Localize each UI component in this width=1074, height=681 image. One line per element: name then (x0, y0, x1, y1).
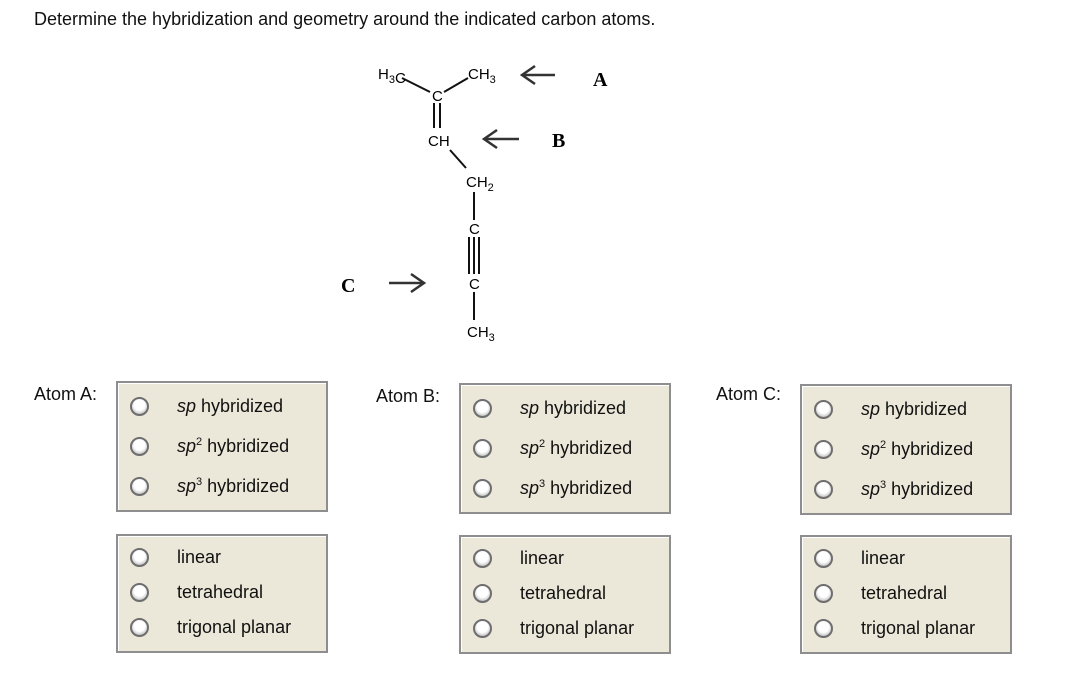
alkyne-carbon-1: C (469, 221, 480, 238)
label-c: C (341, 275, 355, 297)
option-label: sp3 hybridized (861, 478, 974, 499)
radio-button[interactable] (473, 619, 492, 638)
central-carbon: C (432, 88, 443, 105)
option-label: linear (520, 548, 565, 568)
radio-button[interactable] (473, 584, 492, 603)
label-b: B (552, 130, 565, 152)
radio-button[interactable] (814, 479, 833, 499)
atom-a-hybridization-option[interactable]: sp2 hybridized (118, 426, 326, 466)
atom-c-hybridization-option[interactable]: sp2 hybridized (802, 429, 1010, 469)
radio-button[interactable] (473, 398, 492, 418)
radio-button[interactable] (130, 583, 149, 602)
option-label: sp3 hybridized (520, 477, 633, 498)
option-label: linear (177, 547, 222, 567)
radio-button[interactable] (814, 399, 833, 419)
radio-button[interactable] (130, 436, 149, 456)
radio-button[interactable] (130, 618, 149, 637)
atom-c-geometry-option[interactable]: trigonal planar (802, 611, 1010, 646)
atom-b-hybridization-group: sp hybridized sp2 hybridized sp3 hybridize… (459, 383, 671, 514)
radio-button[interactable] (473, 438, 492, 458)
option-label: trigonal planar (177, 617, 292, 637)
option-label: tetrahedral (520, 583, 607, 603)
atom-b-geometry-group: linear tetrahedral trigonal planar (459, 535, 671, 654)
atom-b-geometry-option[interactable]: tetrahedral (461, 576, 669, 611)
option-label: sp hybridized (177, 395, 284, 416)
atom-b-hybridization-option[interactable]: sp2 hybridized (461, 428, 669, 468)
label-a: A (593, 69, 608, 91)
atom-c-hybridization-option[interactable]: sp3 hybridized (802, 469, 1010, 509)
alkyne-carbon-2: C (469, 276, 480, 293)
atom-c-geometry-option[interactable]: linear (802, 541, 1010, 576)
question-text: Determine the hybridization and geometry… (34, 9, 656, 29)
atom-b-geometry-option[interactable]: linear (461, 541, 669, 576)
atom-b-hybridization-option[interactable]: sp3 hybridized (461, 468, 669, 508)
option-label: sp2 hybridized (177, 435, 290, 456)
atom-b-label: Atom B: (376, 386, 441, 406)
radio-button[interactable] (473, 478, 492, 498)
atom-a-geometry-group: linear tetrahedral trigonal planar (116, 534, 328, 653)
radio-button[interactable] (473, 549, 492, 568)
option-label: tetrahedral (177, 582, 264, 602)
option-label: sp3 hybridized (177, 475, 290, 496)
option-label: trigonal planar (520, 618, 635, 638)
h3c-group: H3C (378, 66, 406, 87)
atom-a-geometry-option[interactable]: linear (118, 540, 326, 575)
option-label: sp hybridized (520, 397, 627, 418)
atom-b-hybridization-option[interactable]: sp hybridized (461, 388, 669, 428)
radio-button[interactable] (814, 584, 833, 603)
option-label: sp2 hybridized (520, 437, 633, 458)
radio-button[interactable] (814, 549, 833, 568)
radio-button[interactable] (814, 619, 833, 638)
atom-a-hybridization-option[interactable]: sp3 hybridized (118, 466, 326, 506)
option-label: sp hybridized (861, 398, 968, 419)
atom-a-geometry-option[interactable]: tetrahedral (118, 575, 326, 610)
radio-button[interactable] (130, 396, 149, 416)
ch3-top-group: CH3 (468, 66, 496, 86)
ch2-group: CH2 (466, 174, 494, 194)
atom-a-hybridization-option[interactable]: sp hybridized (118, 386, 326, 426)
atom-c-hybridization-group: sp hybridized sp2 hybridized sp3 hybridize… (800, 384, 1012, 515)
option-label: trigonal planar (861, 618, 976, 638)
atom-c-geometry-group: linear tetrahedral trigonal planar (800, 535, 1012, 654)
radio-button[interactable] (814, 439, 833, 459)
molecule-structure: H3C CH3 C CH CH2 C C CH3 A B C (341, 64, 608, 344)
ch-group: CH (428, 133, 450, 150)
atom-a-hybridization-group: sp hybridized sp2 hybridized sp3 hybridize… (116, 381, 328, 512)
atom-a-geometry-option[interactable]: trigonal planar (118, 610, 326, 645)
ch3-bottom-group: CH3 (467, 324, 495, 344)
option-label: linear (861, 548, 906, 568)
option-label: sp2 hybridized (861, 438, 974, 459)
radio-button[interactable] (130, 476, 149, 496)
atom-a-label: Atom A: (34, 384, 98, 404)
atom-c-label: Atom C: (716, 384, 782, 404)
atom-c-geometry-option[interactable]: tetrahedral (802, 576, 1010, 611)
radio-button[interactable] (130, 548, 149, 567)
atom-b-geometry-option[interactable]: trigonal planar (461, 611, 669, 646)
option-label: tetrahedral (861, 583, 948, 603)
atom-c-hybridization-option[interactable]: sp hybridized (802, 389, 1010, 429)
